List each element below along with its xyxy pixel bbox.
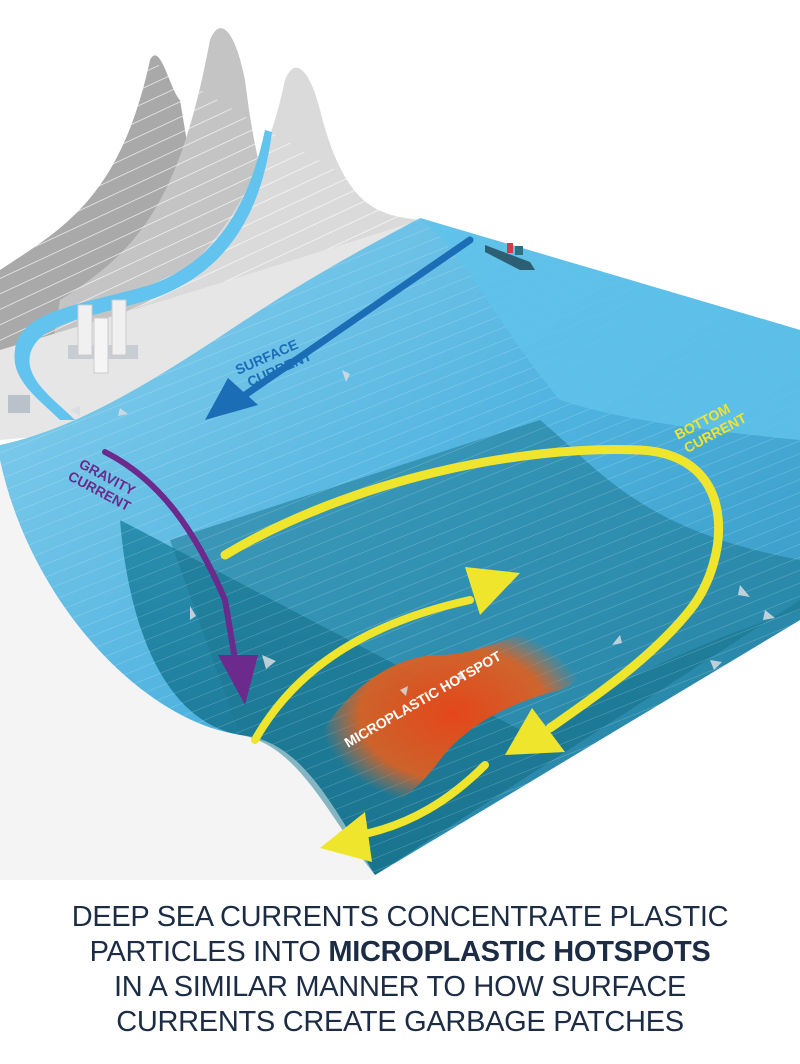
caption-line-2-emphasis: MICROPLASTIC HOTSPOTS xyxy=(328,936,711,968)
plastic-particle-icon xyxy=(70,370,775,696)
surface-current-arrow xyxy=(205,236,474,420)
caption-line-4: CURRENTS CREATE GARBAGE PATCHES xyxy=(116,1006,684,1038)
microplastic-hotspot-area xyxy=(319,620,589,808)
bottom-current-arrow-outer xyxy=(220,445,724,755)
caption: DEEP SEA CURRENTS CONCENTRATE PLASTIC PA… xyxy=(0,900,800,1040)
continental-slope xyxy=(0,460,375,880)
caption-line-3: IN A SIMILAR MANNER TO HOW SURFACE xyxy=(113,971,687,1003)
factory-icon xyxy=(8,299,138,413)
caption-line-2: PARTICLES INTO MICROPLASTIC HOTSPOTS xyxy=(0,935,800,970)
ship-icon xyxy=(485,243,535,270)
deep-sea-currents-diagram: SURFACE CURRENT GRAVITY CURRENT BOTTOM C… xyxy=(0,28,800,880)
bottom-current-arrow-inner xyxy=(251,567,520,744)
caption-line-2-prefix: PARTICLES INTO xyxy=(89,936,329,968)
river-icon xyxy=(14,130,272,420)
caption-line-1: DEEP SEA CURRENTS CONCENTRATE PLASTIC xyxy=(71,901,729,933)
gravity-current-arrow xyxy=(102,449,258,705)
bottom-current-arrow-lower xyxy=(320,761,489,862)
